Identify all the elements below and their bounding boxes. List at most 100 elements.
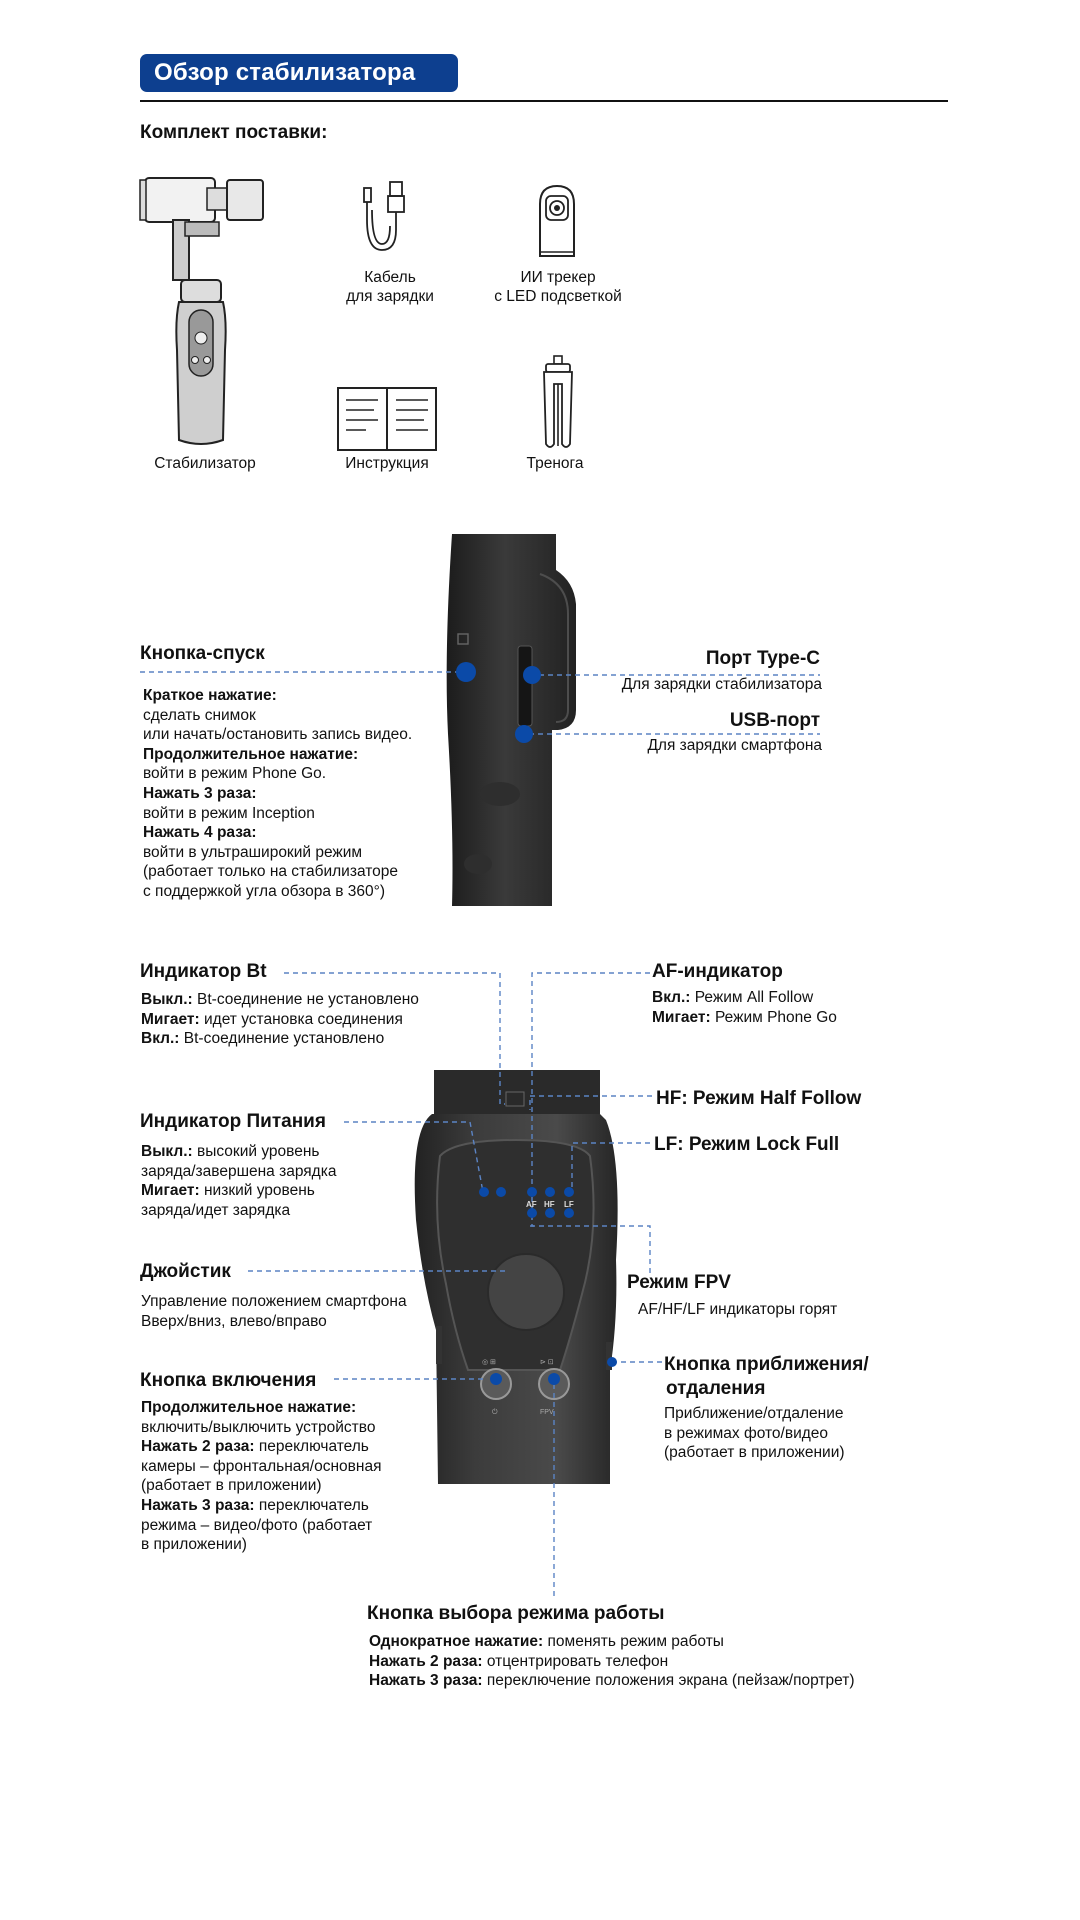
text-line-body: с поддержкой угла обзора в 360°) xyxy=(143,882,386,900)
cable-caption-line1: Кабель xyxy=(364,269,416,286)
usb-description: Для зарядки смартфона xyxy=(647,737,822,754)
shutter-dot xyxy=(456,662,476,682)
text-line-body: (работает в приложении) xyxy=(141,1477,322,1495)
text-line-bold: Продолжительное нажатие: xyxy=(143,745,359,763)
svg-text:⏻: ⏻ xyxy=(492,1408,498,1416)
power-led-dot xyxy=(479,1187,489,1197)
af-fpv-dot xyxy=(527,1208,537,1218)
text-line-bold: Мигает: xyxy=(141,1182,200,1200)
text-line-body: включить/выключить устройство xyxy=(141,1418,376,1436)
text-line: Однократное нажатие: поменять режим рабо… xyxy=(369,1632,855,1652)
text-line: Приближение/отдаление xyxy=(664,1404,845,1424)
text-line-body: идет установка соединения xyxy=(199,1010,403,1028)
text-line: Продолжительное нажатие: xyxy=(143,745,412,765)
typec-description: Для зарядки стабилизатора xyxy=(621,676,822,693)
text-line-bold: Выкл.: xyxy=(141,991,193,1008)
lf-leader xyxy=(571,1142,650,1188)
text-line-bold: Выкл.: xyxy=(141,1143,193,1160)
bt-title: Индикатор Bt xyxy=(140,961,267,982)
af-title: AF-индикатор xyxy=(652,961,783,982)
power-btn-dot xyxy=(490,1373,502,1385)
shutter-title: Кнопка-спуск xyxy=(140,643,265,664)
handle-front-view: ◎ ⊞⊳ ⊡ ⏻FPV xyxy=(414,1070,618,1484)
text-line-body: Bt-соединение установлено xyxy=(179,1030,385,1048)
tripod-caption: Тренога xyxy=(526,455,584,472)
af-led-dot xyxy=(527,1187,537,1197)
text-line: (работает только на стабилизаторе xyxy=(143,862,412,882)
svg-text:⊳ ⊡: ⊳ ⊡ xyxy=(540,1359,554,1366)
tracker-caption-line2: с LED подсветкой xyxy=(494,288,622,305)
stabilizer-caption: Стабилизатор xyxy=(154,455,256,472)
stabilizer-illustration xyxy=(139,177,264,445)
text-line-body: заряда/идет зарядка xyxy=(141,1201,291,1219)
text-line-body: переключатель xyxy=(254,1438,369,1456)
lf-fpv-dot xyxy=(564,1208,574,1218)
header-rule xyxy=(140,100,948,102)
text-line-body: поменять режим работы xyxy=(543,1633,724,1650)
text-line: Нажать 4 раза: xyxy=(143,823,412,843)
kit-heading: Комплект поставки: xyxy=(140,122,328,143)
text-line: Нажать 2 раза: отцентрировать телефон xyxy=(369,1652,855,1672)
text-line: сделать снимок xyxy=(143,706,412,726)
hf-leader xyxy=(529,1095,652,1110)
usb-title: USB-порт xyxy=(729,710,820,731)
text-line: заряда/идет зарядка xyxy=(141,1201,336,1221)
fpv-leader xyxy=(530,1225,651,1274)
text-line: (работает в приложении) xyxy=(664,1443,845,1463)
text-line-bold: Вкл.: xyxy=(141,1030,180,1048)
typec-dot xyxy=(523,666,541,684)
text-line: Краткое нажатие: xyxy=(143,686,412,706)
text-line-body: войти в ультраширокий режим xyxy=(143,843,363,861)
bt-led-dot xyxy=(496,1187,506,1197)
hf-title: HF: Режим Half Follow xyxy=(656,1088,862,1109)
text-line-body: Приближение/отдаление xyxy=(664,1405,844,1422)
power-button-description: Продолжительное нажатие:включить/выключи… xyxy=(141,1398,381,1555)
ai-tracker-icon xyxy=(539,184,575,257)
text-line: Вкл.: Bt-соединение установлено xyxy=(141,1029,419,1049)
cable-icon xyxy=(363,181,405,251)
text-line-body: сделать снимок xyxy=(143,706,256,724)
tripod-icon xyxy=(543,355,573,448)
text-line-body: в приложении) xyxy=(141,1536,247,1554)
text-line: Мигает: Режим Phone Go xyxy=(652,1008,837,1028)
text-line: заряда/завершена зарядка xyxy=(141,1162,336,1182)
text-line-body: Bt-соединение не установлено xyxy=(192,991,419,1008)
text-line-body: или начать/остановить запись видео. xyxy=(143,726,413,744)
zoom-title: Кнопка приближения/ отдаления xyxy=(664,1353,869,1401)
text-line-body: режима – видео/фото (работает xyxy=(141,1516,373,1534)
text-line: Нажать 3 раза: xyxy=(143,784,412,804)
lf-led-dot xyxy=(564,1187,574,1197)
power-ind-leader xyxy=(344,1121,484,1193)
text-line: Выкл.: Bt-соединение не установлено xyxy=(141,990,419,1010)
text-line-body: (работает в приложении) xyxy=(664,1444,845,1462)
joystick-title: Джойстик xyxy=(140,1261,231,1282)
text-line: войти в режим Inception xyxy=(143,804,412,824)
power-button-title: Кнопка включения xyxy=(140,1370,317,1391)
power-indicator-title: Индикатор Питания xyxy=(140,1111,326,1132)
text-line: Управление положением смартфона xyxy=(141,1292,407,1312)
text-line: с поддержкой угла обзора в 360°) xyxy=(143,882,412,902)
cable-caption: Кабель для зарядки xyxy=(320,268,460,306)
tracker-caption-line1: ИИ трекер xyxy=(520,269,596,286)
text-line: или начать/остановить запись видео. xyxy=(143,725,412,745)
text-line: Продолжительное нажатие: xyxy=(141,1398,381,1418)
text-line-bold: Мигает: xyxy=(141,1010,200,1028)
mode-description: Однократное нажатие: поменять режим рабо… xyxy=(369,1632,855,1691)
lf-title: LF: Режим Lock Full xyxy=(654,1134,840,1155)
mode-title: Кнопка выбора режима работы xyxy=(367,1603,665,1624)
text-line: камеры – фронтальная/основная xyxy=(141,1457,381,1477)
manual-caption: Инструкция xyxy=(345,455,429,472)
section-title-badge: Обзор стабилизатора xyxy=(140,54,458,92)
cable-caption-line2: для зарядки xyxy=(346,288,434,305)
text-line-bold: Мигает: xyxy=(652,1008,711,1026)
text-line: Выкл.: высокий уровень xyxy=(141,1142,336,1162)
mode-btn-dot xyxy=(548,1373,560,1385)
text-line-body: Вверх/вниз, влево/вправо xyxy=(141,1312,327,1330)
text-line-body: заряда/завершена зарядка xyxy=(141,1162,337,1180)
text-line: войти в режим Phone Go. xyxy=(143,764,412,784)
led-label-lf: LF xyxy=(564,1200,574,1209)
zoom-btn-dot xyxy=(607,1357,617,1367)
text-line-bold: Вкл.: xyxy=(652,989,691,1006)
